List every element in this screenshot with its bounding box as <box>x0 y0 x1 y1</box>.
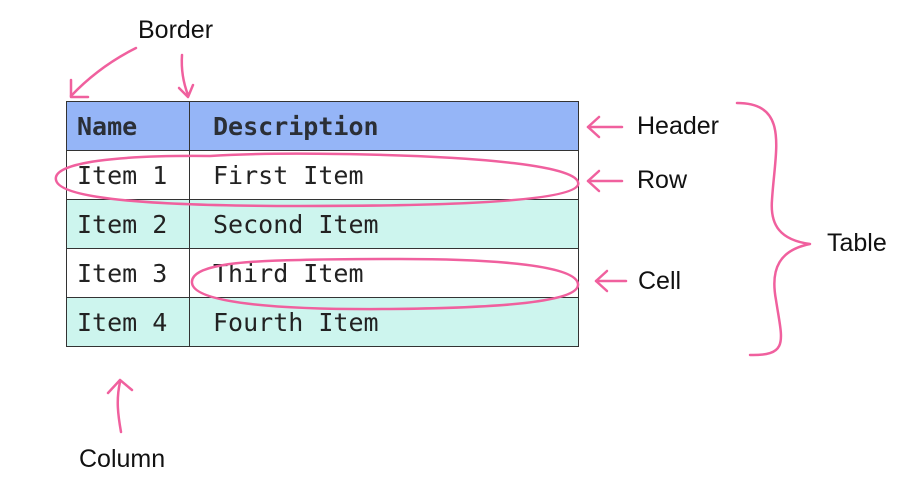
header-cell-name: Name <box>66 101 190 151</box>
table-cell: First Item <box>189 150 579 200</box>
border-arrow-right <box>180 53 190 97</box>
column-label: Column <box>79 445 166 473</box>
table-label: Table <box>827 229 887 257</box>
column-arrow <box>116 380 123 434</box>
header-arrow-head <box>586 115 601 139</box>
table-cell: Item 3 <box>66 248 190 298</box>
table-row: Item 1 First Item <box>66 150 579 200</box>
column-arrow-head <box>106 378 134 395</box>
cell-label: Cell <box>638 267 682 295</box>
table-header-row: Name Description <box>66 101 579 151</box>
table-brace <box>735 101 812 357</box>
table-cell: Second Item <box>189 199 579 249</box>
row-label: Row <box>637 166 688 194</box>
example-table: Name Description Item 1 First Item Item … <box>66 101 579 347</box>
border-arrow-left-head <box>69 78 90 99</box>
table-row: Item 2 Second Item <box>66 199 579 249</box>
table-row: Item 3 Third Item <box>66 248 579 298</box>
table-cell: Item 1 <box>66 150 190 200</box>
table-row: Item 4 Fourth Item <box>66 297 579 347</box>
table-cell: Item 4 <box>66 297 190 347</box>
table-cell: Item 2 <box>66 199 190 249</box>
header-cell-description: Description <box>189 101 579 151</box>
border-arrow-left <box>69 46 138 98</box>
header-label: Header <box>637 112 719 140</box>
border-label: Border <box>138 16 214 44</box>
table-cell: Third Item <box>189 248 579 298</box>
row-arrow-head <box>586 169 601 193</box>
table-cell: Fourth Item <box>189 297 579 347</box>
border-arrow-right-head <box>177 83 195 99</box>
cell-arrow-head <box>594 269 609 293</box>
